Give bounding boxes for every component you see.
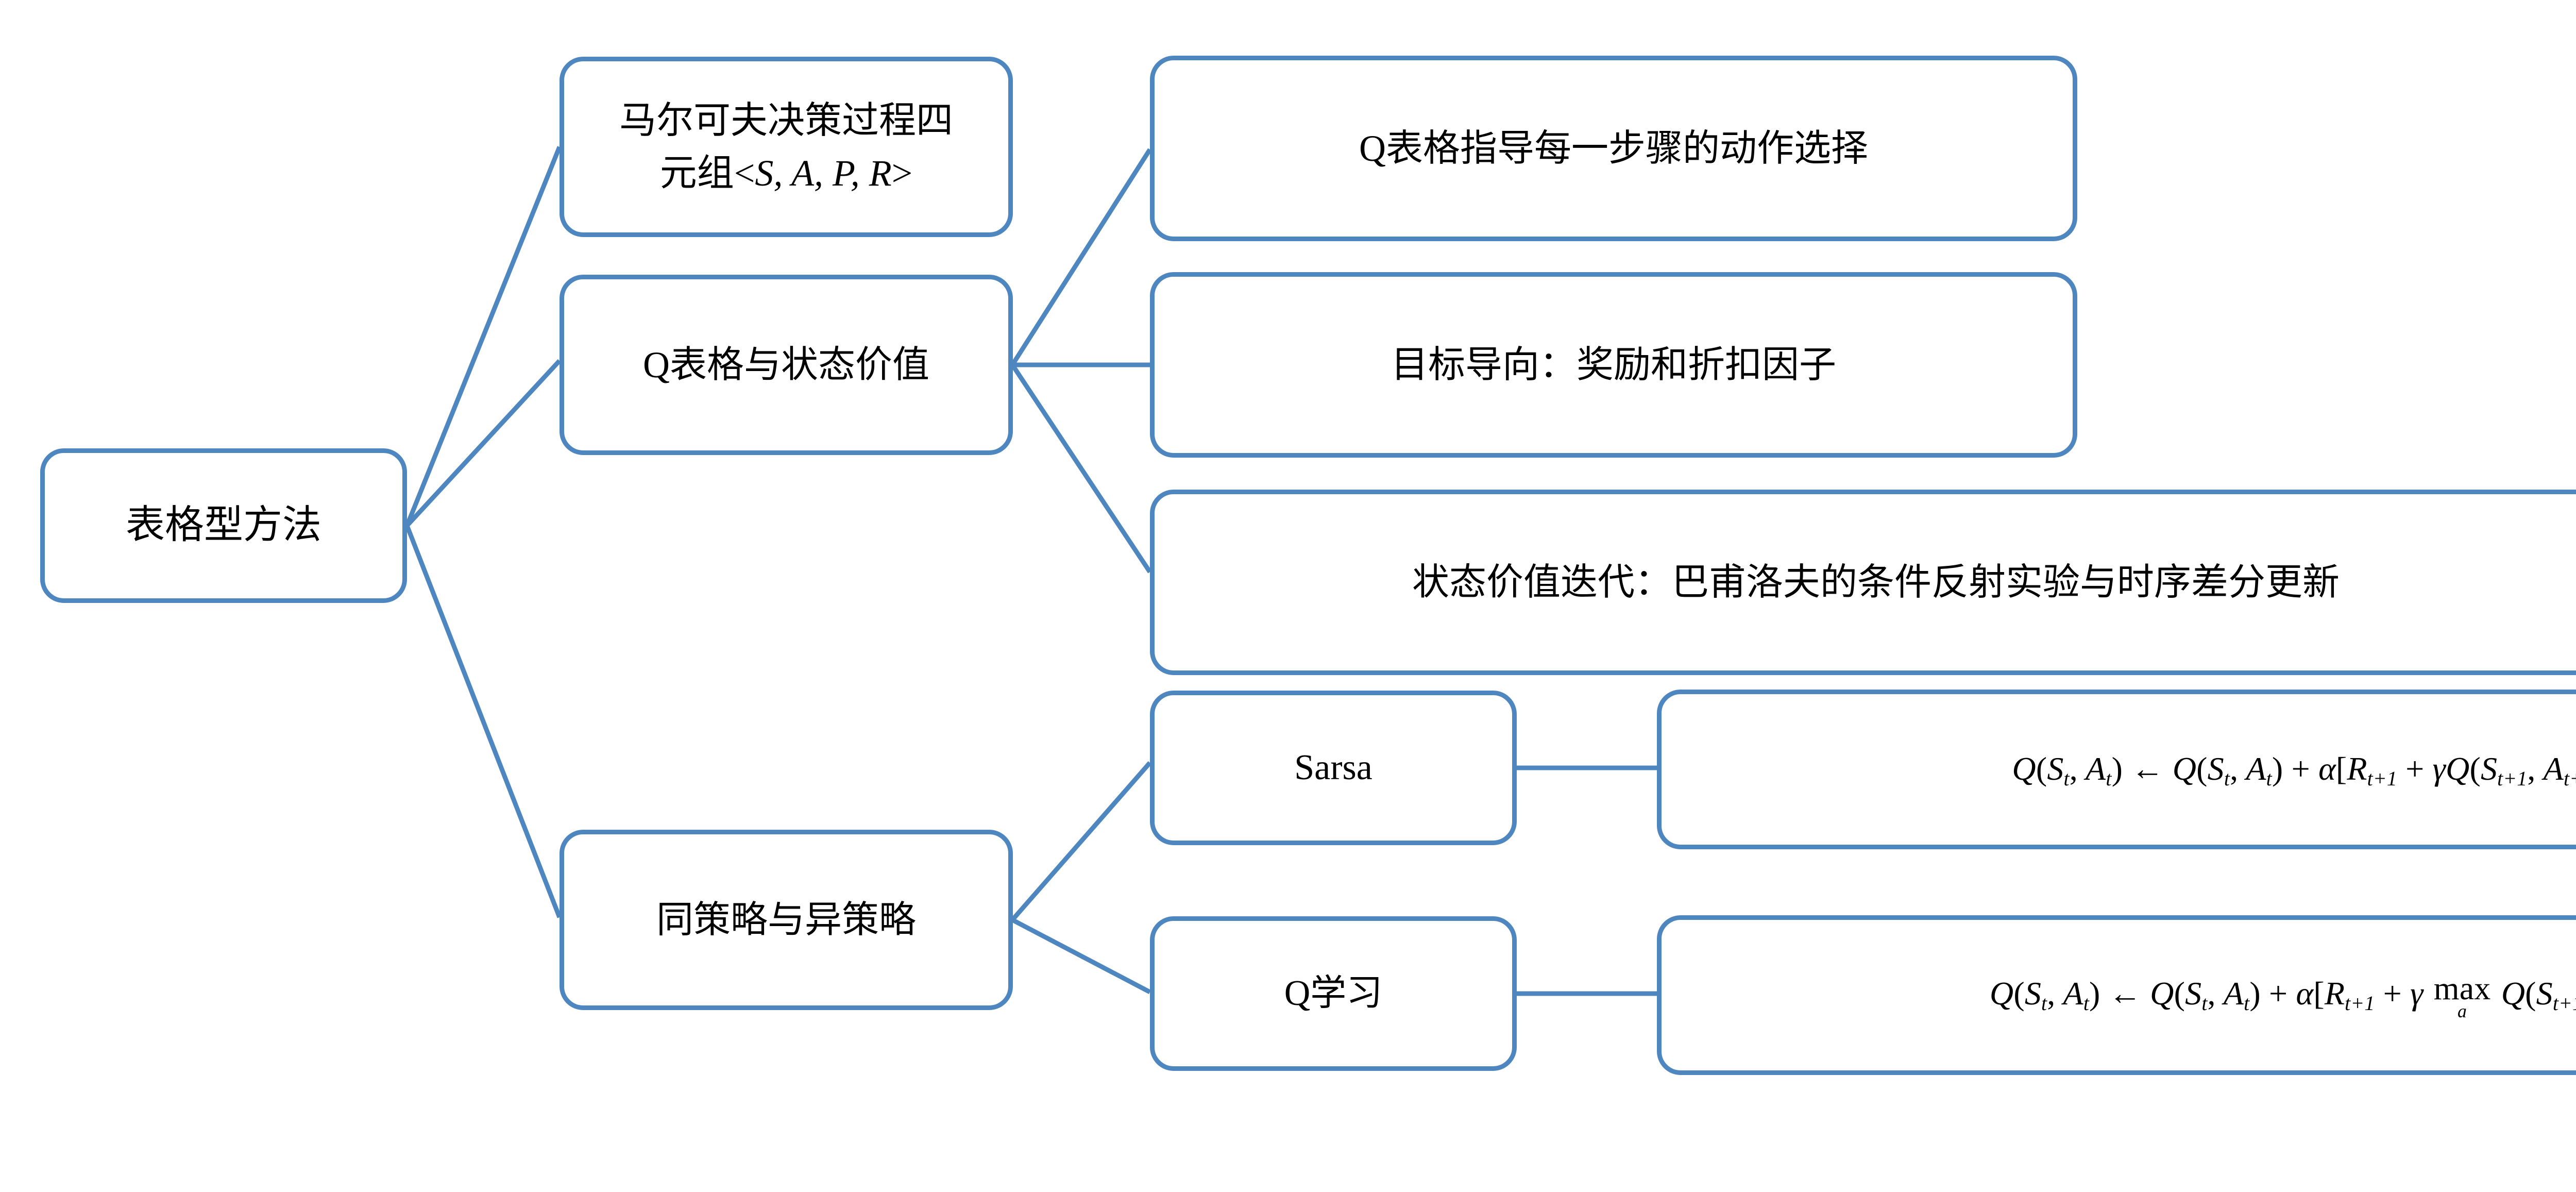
node-root[interactable]: 表格型方法 bbox=[40, 448, 407, 603]
node-root-label: 表格型方法 bbox=[126, 503, 321, 547]
edge-policy-to-sarsa bbox=[1010, 761, 1152, 921]
node-action-select[interactable]: Q表格指导每一步骤的动作选择 bbox=[1150, 56, 2077, 241]
node-qlearning-label: Q学习 bbox=[1284, 973, 1383, 1014]
node-mdp-label: 马尔可夫决策过程四 元组<S, A, P, R> bbox=[578, 94, 995, 199]
node-goal-oriented-label: 目标导向：奖励和折扣因子 bbox=[1391, 344, 1836, 385]
node-sarsa[interactable]: Sarsa bbox=[1150, 691, 1517, 845]
edge-policy-to-qlearning bbox=[1011, 918, 1151, 994]
edge-root-to-policy bbox=[404, 525, 562, 918]
node-policy[interactable]: 同策略与异策略 bbox=[560, 830, 1013, 1010]
edge-qtable-to-value-iteration bbox=[1010, 363, 1152, 574]
node-policy-label: 同策略与异策略 bbox=[656, 899, 916, 941]
node-qtable-label: Q表格与状态价值 bbox=[643, 344, 929, 385]
node-action-select-label: Q表格指导每一步骤的动作选择 bbox=[1359, 127, 1868, 169]
sarsa-formula-text: Q(St, At) ← Q(St, At) + α[Rt+1 + γQ(St+1… bbox=[2012, 750, 2576, 790]
node-goal-oriented[interactable]: 目标导向：奖励和折扣因子 bbox=[1150, 272, 2077, 458]
edge-root-to-qtable bbox=[405, 359, 562, 528]
node-qlearning[interactable]: Q学习 bbox=[1150, 916, 1517, 1071]
node-sarsa-formula[interactable]: Q(St, At) ← Q(St, At) + α[Rt+1 + γQ(St+1… bbox=[1657, 690, 2576, 849]
node-mdp-tuple-symbols: S, A, P, R bbox=[755, 153, 892, 194]
edge-root-to-mdp bbox=[404, 146, 562, 527]
node-mdp-line2-prefix: 元组< bbox=[659, 153, 755, 194]
node-qtable[interactable]: Q表格与状态价值 bbox=[560, 275, 1013, 455]
node-value-iteration[interactable]: 状态价值迭代：巴甫洛夫的条件反射实验与时序差分更新 bbox=[1150, 490, 2576, 675]
edge-qtable-to-action-select bbox=[1010, 148, 1152, 366]
node-mdp[interactable]: 马尔可夫决策过程四 元组<S, A, P, R> bbox=[560, 57, 1013, 237]
node-mdp-line2-suffix: > bbox=[891, 153, 913, 194]
node-sarsa-label: Sarsa bbox=[1294, 748, 1372, 788]
node-value-iteration-label: 状态价值迭代：巴甫洛夫的条件反射实验与时序差分更新 bbox=[1412, 561, 2340, 603]
node-mdp-line1: 马尔可夫决策过程四 bbox=[619, 99, 953, 141]
